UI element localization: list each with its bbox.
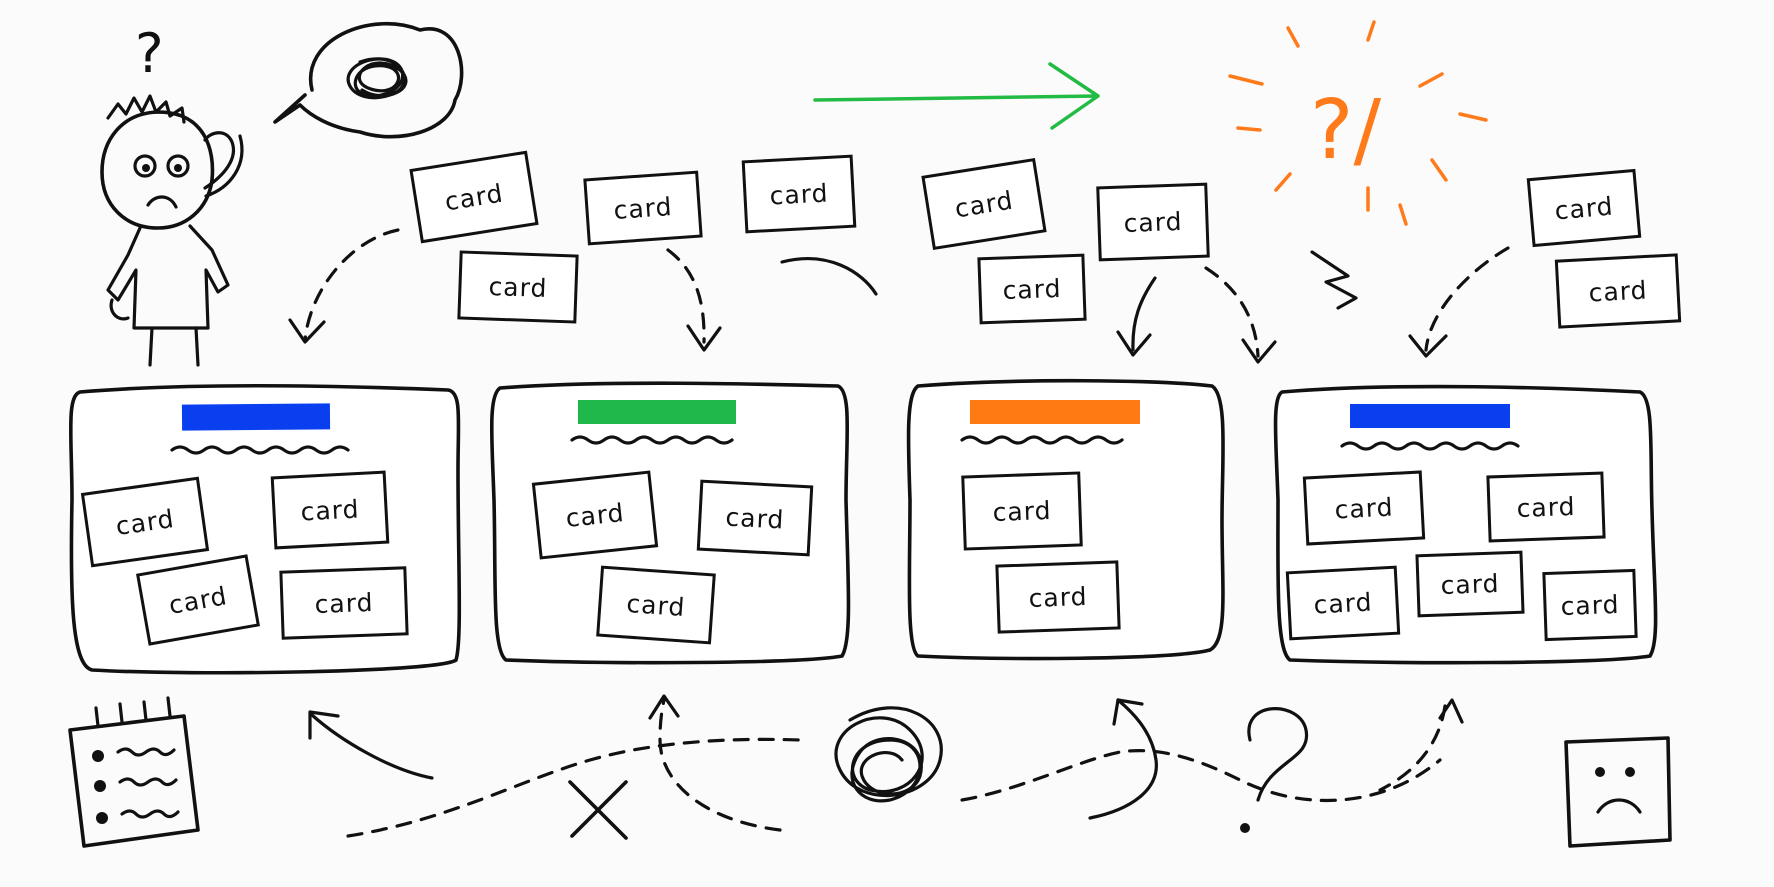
board-card: card <box>279 566 409 640</box>
svg-text:card: card <box>1123 207 1183 238</box>
board-card: card <box>1415 550 1525 618</box>
scribble-icon <box>346 57 408 100</box>
board-card: card <box>1486 471 1606 543</box>
svg-text:card: card <box>564 498 625 533</box>
svg-text:card: card <box>992 496 1052 527</box>
floating-card: card <box>583 170 703 246</box>
svg-text:card: card <box>626 589 687 622</box>
board-card: card <box>995 560 1121 634</box>
floating-card: card <box>977 253 1087 325</box>
bottom-arrows <box>308 694 1464 838</box>
board-3-subtitle-squiggle <box>960 435 1124 445</box>
svg-text:card: card <box>1554 191 1615 225</box>
board-card: card <box>961 471 1083 551</box>
board-3-title-bar <box>970 400 1140 424</box>
board-card: card <box>696 479 814 557</box>
board-1-title-bar <box>181 403 331 431</box>
svg-text:card: card <box>1560 590 1620 621</box>
svg-text:card: card <box>769 178 829 210</box>
svg-text:card: card <box>1588 275 1648 307</box>
floating-card: card <box>741 154 857 234</box>
board-1-subtitle-squiggle <box>170 445 350 455</box>
floating-card: card <box>921 157 1047 251</box>
bottom-question-mark-icon <box>1240 707 1309 833</box>
floating-card: card <box>457 250 579 324</box>
board-card: card <box>270 470 390 550</box>
board-card: card <box>80 476 210 568</box>
svg-text:card: card <box>1440 569 1500 600</box>
burst-exclaim-question: ?/ <box>1310 83 1382 178</box>
cross-icon <box>568 780 628 840</box>
svg-text:card: card <box>314 588 374 619</box>
board-card: card <box>1285 565 1401 641</box>
top-arrows <box>288 228 1510 364</box>
floating-card: card <box>1554 253 1682 329</box>
board-4-title-bar <box>1350 404 1510 428</box>
bottom-scribble-icon <box>834 706 943 803</box>
board-card: card <box>1302 470 1426 546</box>
floating-card: card <box>409 150 539 244</box>
board-2-title-bar <box>578 400 736 424</box>
notepad-icon <box>68 696 200 848</box>
board-card: card <box>531 470 659 560</box>
svg-text:card: card <box>488 272 548 303</box>
floating-cards: card card card card card card card card <box>409 150 1682 329</box>
sad-face-icon <box>1564 736 1672 848</box>
stick-figure-icon: ? <box>100 22 244 367</box>
board-4-subtitle-squiggle <box>1340 441 1520 451</box>
board-card: card <box>1542 568 1638 642</box>
svg-text:card: card <box>1002 274 1062 305</box>
board-1: card card card card <box>68 383 462 675</box>
svg-text:card: card <box>1313 587 1373 619</box>
figure-question-mark: ? <box>135 22 164 85</box>
floating-card: card <box>1096 182 1210 262</box>
board-card: card <box>136 554 260 646</box>
progress-arrow-icon <box>813 62 1100 130</box>
svg-text:card: card <box>300 494 360 526</box>
floating-card: card <box>1526 168 1642 248</box>
svg-text:card: card <box>1334 492 1394 524</box>
thought-bubble-icon <box>273 21 464 139</box>
board-2: card card card <box>489 381 851 665</box>
board-4: card card card card card <box>1273 384 1658 665</box>
board-card: card <box>596 565 716 645</box>
svg-text:card: card <box>725 502 785 534</box>
burst-icon: ?/ <box>1228 20 1488 226</box>
board-3: card card <box>906 378 1225 661</box>
svg-text:card: card <box>1516 492 1576 523</box>
board-2-subtitle-squiggle <box>570 435 734 445</box>
svg-text:card: card <box>613 192 674 225</box>
zigzag-icon <box>1310 250 1358 310</box>
svg-text:card: card <box>1028 582 1088 613</box>
